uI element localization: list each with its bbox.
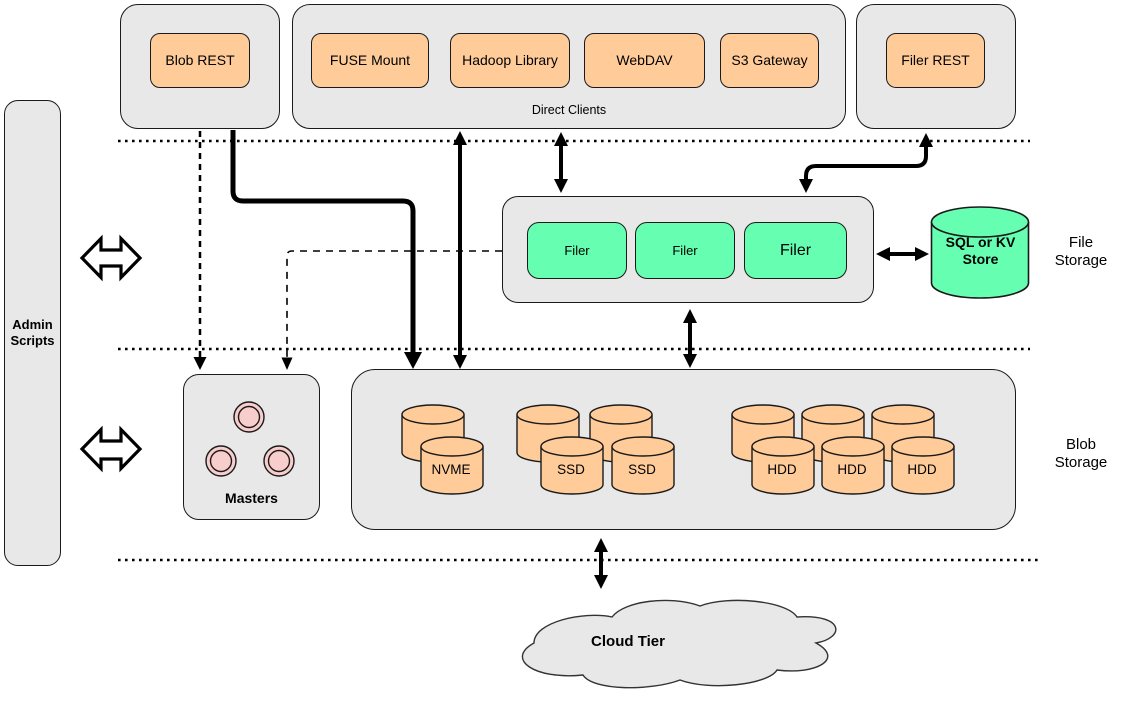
filer-2-label: Filer — [672, 242, 698, 258]
sql-kv-store-label: SQL or KV Store — [945, 234, 1016, 267]
client-box-fuse-mount: FUSE Mount — [311, 33, 429, 88]
ssd-label-1: SSD — [557, 462, 585, 477]
nvme-label: NVME — [431, 462, 471, 477]
filer-rest-filer-arrow — [799, 133, 933, 193]
blob-storage-group — [351, 369, 1016, 530]
blob-cloud-arrow — [594, 538, 608, 589]
client-box-webdav: WebDAV — [584, 33, 705, 88]
masters-label: Masters — [225, 490, 278, 506]
hdd-label-2: HDD — [837, 462, 867, 477]
s3-gateway-label: S3 Gateway — [731, 52, 808, 69]
filer-box-3: Filer — [744, 222, 847, 279]
hdd-label-1: HDD — [767, 462, 797, 477]
filer-box-2: Filer — [635, 222, 735, 279]
direct-clients-caption: Direct Clients — [531, 103, 607, 117]
admin-blob-tier-arrow — [79, 425, 143, 473]
hdd-label-3: HDD — [907, 462, 937, 477]
blob-rest-to-blob-storage-arrow — [230, 130, 422, 369]
client-box-hadoop-library: Hadoop Library — [450, 33, 570, 88]
clients-blob-storage-arrow — [453, 131, 467, 369]
filer-store-arrow — [876, 247, 929, 261]
filer-blob-storage-arrow — [683, 309, 697, 368]
file-storage-section-label: File Storage — [1054, 234, 1108, 269]
filer-rest-box: Filer REST — [886, 33, 985, 88]
filer-rest-label: Filer REST — [901, 52, 970, 69]
blob-rest-box: Blob REST — [150, 33, 250, 88]
clients-filer-arrow — [554, 132, 568, 193]
fuse-mount-label: FUSE Mount — [329, 52, 411, 69]
filer-1-label: Filer — [564, 242, 590, 258]
admin-file-tier-arrow — [79, 234, 143, 282]
hadoop-library-label: Hadoop Library — [462, 52, 558, 69]
filer-3-label: Filer — [779, 241, 812, 259]
admin-scripts-node: Admin Scripts — [4, 100, 61, 566]
filer-box-1: Filer — [527, 222, 627, 279]
webdav-label: WebDAV — [616, 52, 673, 69]
blob-rest-label: Blob REST — [165, 52, 235, 69]
client-box-s3-gateway: S3 Gateway — [720, 33, 819, 88]
blob-rest-to-masters-arrow — [193, 131, 207, 370]
filer-to-masters-dashed-arrow — [281, 250, 502, 370]
ssd-label-2: SSD — [628, 462, 656, 477]
cloud-tier-label: Cloud Tier — [591, 633, 665, 650]
admin-scripts-label: Admin Scripts — [10, 317, 55, 348]
blob-storage-section-label: Blob Storage — [1054, 436, 1108, 471]
